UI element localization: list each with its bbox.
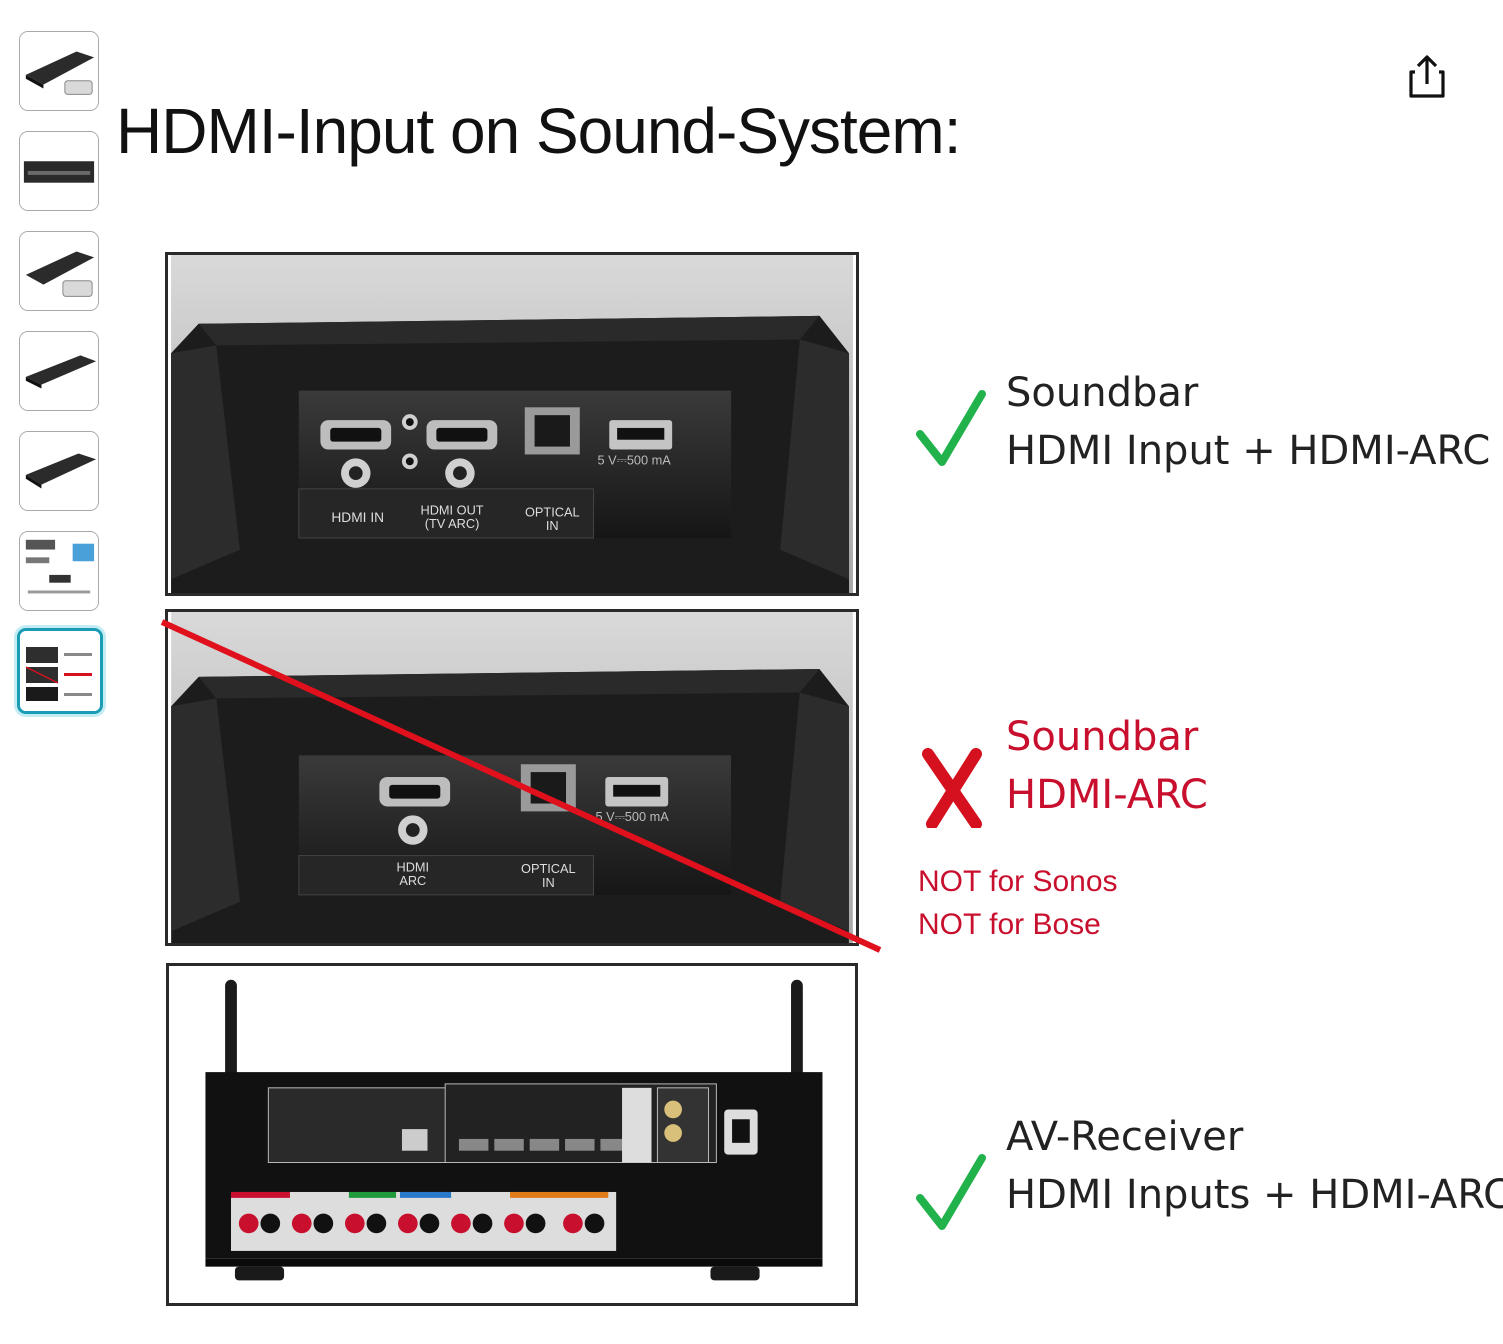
- thumbnail-2[interactable]: [19, 131, 99, 211]
- caption-line-2: HDMI Input + HDMI-ARC: [1006, 428, 1491, 474]
- thumbnail-4-image: [20, 332, 98, 410]
- thumbnail-7-image: [20, 631, 100, 711]
- thumbnail-1-image: [20, 32, 98, 110]
- panel-soundbar-hdmi-arc: 5 V⎓500 mA HDMI ARC OPTICAL IN: [165, 609, 859, 946]
- cross-icon: [922, 748, 982, 828]
- soundbar-rear-photo-1: 5 V⎓500 mA HDMI IN HDMI OUT (TV ARC) OPT…: [171, 255, 853, 593]
- thumbnail-4[interactable]: [19, 331, 99, 411]
- hdmi-out-port: [426, 420, 498, 488]
- caption-line-1: AV-Receiver: [1006, 1114, 1244, 1160]
- av-receiver-rear-photo: [172, 966, 852, 1303]
- caption-line-2: HDMI-ARC: [1006, 772, 1208, 818]
- optical-label-2: IN: [542, 875, 555, 890]
- optical-port: [520, 764, 576, 812]
- thumbnail-6-image: [20, 532, 98, 610]
- thumbnail-7[interactable]: [17, 628, 103, 714]
- checkmark-icon: [916, 1154, 986, 1230]
- caption-soundbar-hdmi-input: Soundbar HDMI Input + HDMI-ARC: [1006, 364, 1490, 480]
- caption-soundbar-hdmi-arc: Soundbar HDMI-ARC: [1006, 708, 1208, 824]
- usb-rating-label: 5 V⎓500 mA: [595, 809, 669, 824]
- soundbar-rear-photo-2: 5 V⎓500 mA HDMI ARC OPTICAL IN: [171, 612, 853, 943]
- thumbnail-6[interactable]: [19, 531, 99, 611]
- note-not-sonos: NOT for Sonos: [918, 865, 1118, 898]
- thumbnail-5-image: [20, 432, 98, 510]
- hdmi-arc-label-1: HDMI: [397, 859, 430, 874]
- optical-label-1: OPTICAL: [521, 861, 576, 876]
- panel-av-receiver: [166, 963, 858, 1306]
- image-title: HDMI-Input on Sound-System:: [116, 95, 961, 167]
- thumbnail-3[interactable]: [19, 231, 99, 311]
- usb-rating-label: 5 V⎓500 mA: [597, 452, 671, 467]
- share-button[interactable]: [1405, 52, 1449, 100]
- optical-label-2: IN: [546, 518, 559, 533]
- warning-note: NOT for Sonos NOT for Bose: [918, 860, 1118, 946]
- hdmi-arc-label-2: ARC: [399, 873, 426, 888]
- usb-port: [605, 777, 669, 807]
- thumbnail-3-image: [20, 232, 98, 310]
- caption-av-receiver: AV-Receiver HDMI Inputs + HDMI-ARC: [1006, 1108, 1503, 1224]
- hdmi-in-port: [320, 420, 392, 488]
- panel-soundbar-hdmi-input: 5 V⎓500 mA HDMI IN HDMI OUT (TV ARC) OPT…: [165, 252, 859, 596]
- note-not-bose: NOT for Bose: [918, 908, 1101, 941]
- thumbnail-2-image: [20, 132, 98, 210]
- caption-line-2: HDMI Inputs + HDMI-ARC: [1006, 1172, 1503, 1218]
- usb-port: [609, 420, 673, 450]
- caption-line-1: Soundbar: [1006, 714, 1199, 760]
- optical-port: [524, 407, 580, 455]
- thumbnail-5[interactable]: [19, 431, 99, 511]
- hdmi-in-label: HDMI IN: [331, 510, 384, 525]
- optical-label-1: OPTICAL: [525, 504, 580, 519]
- hdmi-out-label-2: (TV ARC): [425, 516, 480, 531]
- checkmark-icon: [916, 390, 986, 466]
- speaker-terminals: [238, 1213, 605, 1234]
- hdmi-out-label-1: HDMI OUT: [421, 502, 484, 517]
- thumbnail-1[interactable]: [19, 31, 99, 111]
- caption-line-1: Soundbar: [1006, 370, 1199, 416]
- share-icon: [1409, 55, 1445, 98]
